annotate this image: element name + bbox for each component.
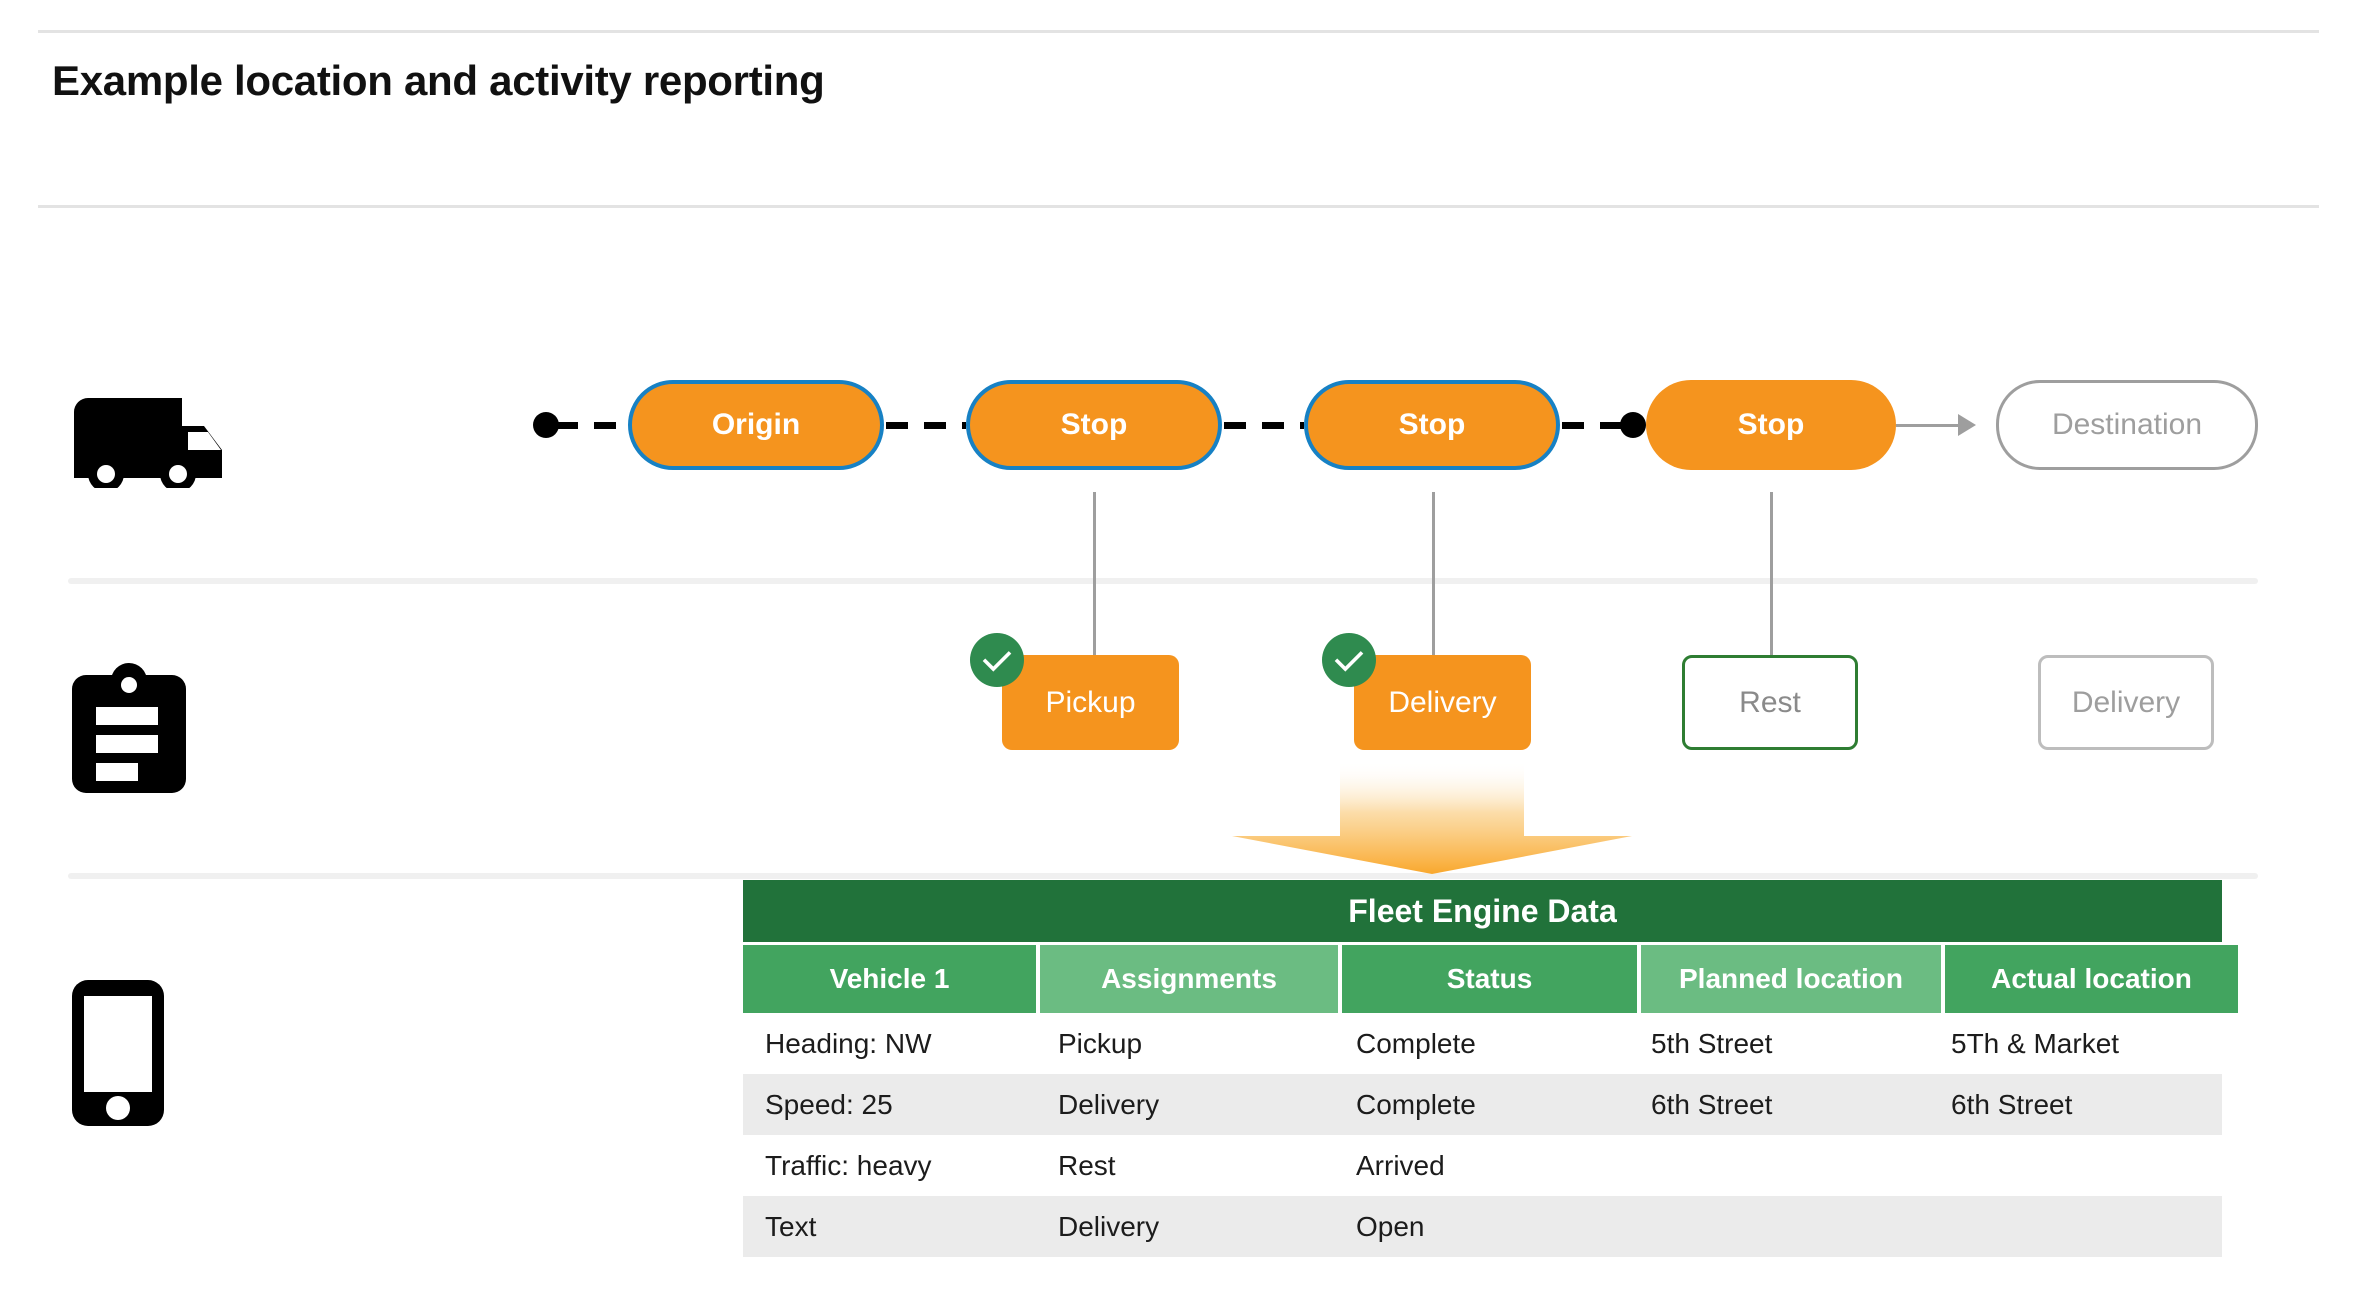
table-row: Heading: NW Pickup Complete 5th Street 5… bbox=[743, 1013, 2273, 1074]
route-connector-0 bbox=[556, 422, 628, 429]
route-node-label: Stop bbox=[1398, 408, 1466, 441]
table-col-header-actual-location[interactable]: Actual location bbox=[1945, 945, 2238, 1013]
page-title: Example location and activity reporting bbox=[52, 57, 825, 104]
table-cell-status: Complete bbox=[1334, 1074, 1629, 1135]
route-connector-1 bbox=[886, 422, 966, 429]
table-cell-assignment: Rest bbox=[1036, 1135, 1334, 1196]
route-connector-3 bbox=[1562, 422, 1630, 429]
table-cell-planned-location: 5th Street bbox=[1629, 1013, 1929, 1074]
table-cell-actual-location bbox=[1929, 1135, 2222, 1196]
activity-chip-pickup[interactable]: Pickup bbox=[1002, 655, 1179, 750]
route-node-label: Origin bbox=[711, 408, 801, 441]
activity-chip-delivery-open[interactable]: Delivery bbox=[2038, 655, 2214, 750]
section-divider-route-activity bbox=[68, 578, 2258, 584]
activity-chip-label: Delivery bbox=[2071, 685, 2181, 719]
table-row: Traffic: heavy Rest Arrived bbox=[743, 1135, 2273, 1196]
table-header-row: Vehicle 1 Assignments Status Planned loc… bbox=[743, 945, 2273, 1013]
table-row: Speed: 25 Delivery Complete 6th Street 6… bbox=[743, 1074, 2273, 1135]
activity-chip-label: Delivery bbox=[1388, 685, 1497, 719]
flow-arrow-down-icon bbox=[1172, 762, 1692, 874]
header-rule-top bbox=[38, 30, 2319, 33]
table-cell-planned-location bbox=[1629, 1135, 1929, 1196]
table-cell-assignment: Pickup bbox=[1036, 1013, 1334, 1074]
table-cell-status: Arrived bbox=[1334, 1135, 1629, 1196]
table-body: Heading: NW Pickup Complete 5th Street 5… bbox=[743, 1013, 2273, 1257]
activity-chip-delivery-complete[interactable]: Delivery bbox=[1354, 655, 1531, 750]
route-node-destination[interactable]: Destination bbox=[1996, 380, 2258, 470]
table-cell-planned-location bbox=[1629, 1196, 1929, 1257]
table-cell-vehicle: Text bbox=[743, 1196, 1036, 1257]
table-cell-vehicle: Heading: NW bbox=[743, 1013, 1036, 1074]
fleet-engine-data-table: Fleet Engine Data Vehicle 1 Assignments … bbox=[743, 880, 2273, 1257]
table-title-bar: Fleet Engine Data bbox=[743, 880, 2222, 942]
header-rule-bottom bbox=[38, 205, 2319, 208]
table-cell-status: Complete bbox=[1334, 1013, 1629, 1074]
table-cell-planned-location: 6th Street bbox=[1629, 1074, 1929, 1135]
route-start-dot bbox=[533, 412, 559, 438]
route-arrow-line bbox=[1896, 424, 1970, 427]
table-col-header-planned-location[interactable]: Planned location bbox=[1641, 945, 1941, 1013]
table-cell-vehicle: Traffic: heavy bbox=[743, 1135, 1036, 1196]
route-arrow-head-icon bbox=[1958, 414, 1976, 436]
table-col-header-assignments[interactable]: Assignments bbox=[1040, 945, 1338, 1013]
check-circle-icon-delivery bbox=[1322, 633, 1376, 687]
table-row: Text Delivery Open bbox=[743, 1196, 2273, 1257]
table-title-label: Fleet Engine Data bbox=[1348, 892, 1617, 929]
mobile-phone-icon bbox=[70, 978, 166, 1128]
table-cell-assignment: Delivery bbox=[1036, 1074, 1334, 1135]
activity-chip-rest[interactable]: Rest bbox=[1682, 655, 1858, 750]
table-cell-actual-location: 6th Street bbox=[1929, 1074, 2222, 1135]
activity-chip-label: Rest bbox=[1739, 685, 1801, 719]
activity-row: Pickup Delivery Rest Delivery bbox=[0, 633, 2357, 795]
connector-leg-pickup bbox=[1093, 492, 1096, 660]
route-node-origin[interactable]: Origin bbox=[628, 380, 884, 470]
table-col-header-status[interactable]: Status bbox=[1342, 945, 1637, 1013]
connector-leg-rest bbox=[1770, 492, 1773, 660]
check-circle-icon-pickup bbox=[970, 633, 1024, 687]
activity-chip-label: Pickup bbox=[1045, 685, 1136, 719]
table-cell-actual-location bbox=[1929, 1196, 2222, 1257]
route-timeline: Origin Stop Stop Stop Destination bbox=[0, 380, 2357, 500]
route-midpoint-dot bbox=[1620, 412, 1646, 438]
route-node-stop-1[interactable]: Stop bbox=[966, 380, 1222, 470]
table-cell-status: Open bbox=[1334, 1196, 1629, 1257]
route-node-label: Destination bbox=[2051, 408, 2203, 441]
route-connector-2 bbox=[1224, 422, 1304, 429]
section-divider-activity-table bbox=[68, 873, 2258, 879]
table-cell-assignment: Delivery bbox=[1036, 1196, 1334, 1257]
clipboard-icon bbox=[70, 663, 188, 795]
route-node-stop-3[interactable]: Stop bbox=[1646, 380, 1896, 470]
table-col-header-vehicle[interactable]: Vehicle 1 bbox=[743, 945, 1036, 1013]
route-node-label: Stop bbox=[1737, 408, 1805, 441]
connector-leg-delivery bbox=[1432, 492, 1435, 660]
table-cell-actual-location: 5Th & Market bbox=[1929, 1013, 2222, 1074]
table-cell-vehicle: Speed: 25 bbox=[743, 1074, 1036, 1135]
route-node-stop-2[interactable]: Stop bbox=[1304, 380, 1560, 470]
route-node-label: Stop bbox=[1060, 408, 1128, 441]
truck-icon bbox=[70, 398, 222, 492]
